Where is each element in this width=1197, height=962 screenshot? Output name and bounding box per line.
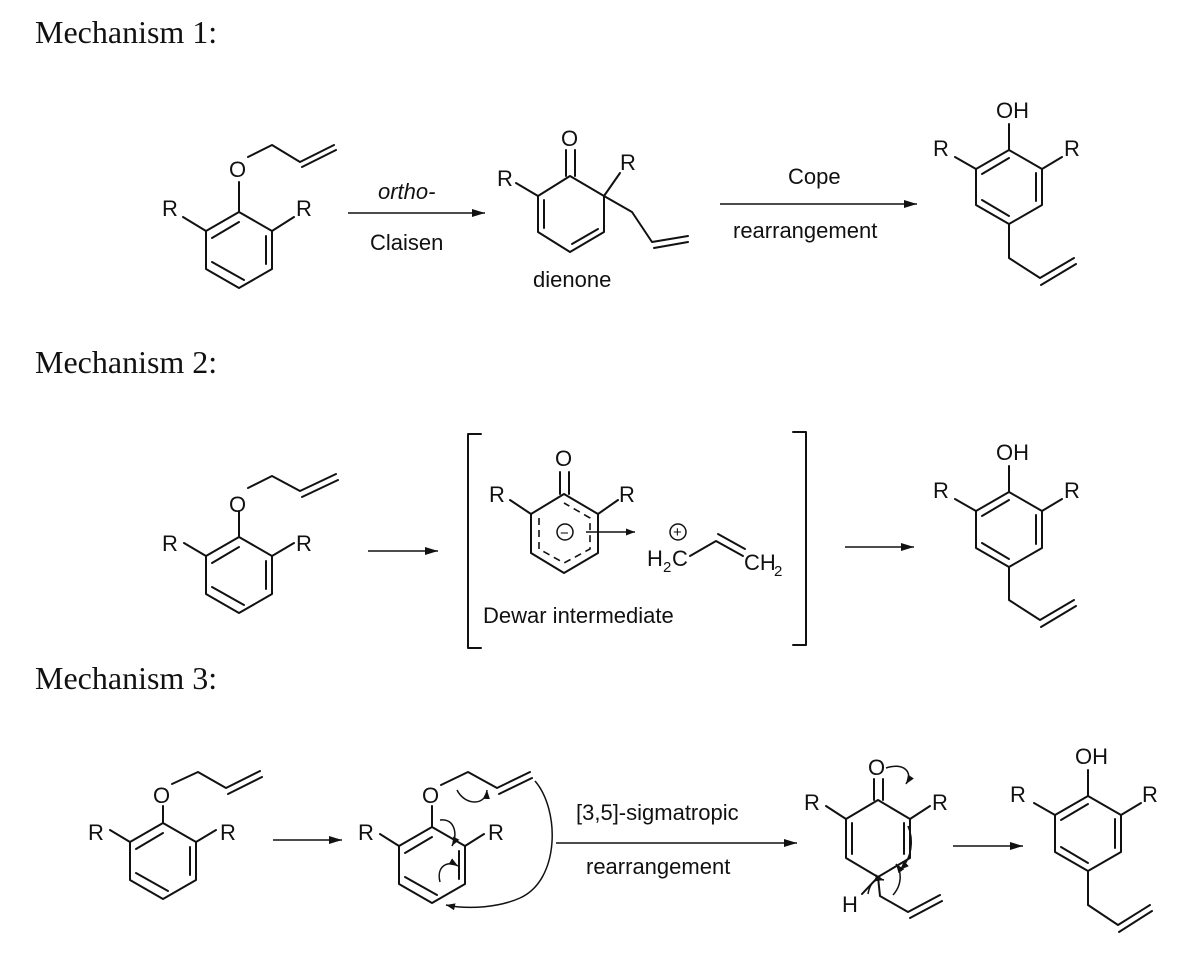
substituent-r-right: R xyxy=(296,196,312,221)
positive-charge: + xyxy=(673,524,682,541)
phenol-3-r-left: R xyxy=(1010,782,1026,807)
ether-3-r-left: R xyxy=(88,820,104,845)
h2c-c: C xyxy=(672,546,688,571)
mechanism-2-heading: Mechanism 2: xyxy=(35,344,217,380)
curly-arrow-carbonyl xyxy=(885,765,914,785)
negative-charge: − xyxy=(560,525,569,542)
h2c-subscript: 2 xyxy=(663,559,671,576)
substituent-r-left: R xyxy=(162,196,178,221)
ether-2-r-left: R xyxy=(162,531,178,556)
phenol-2-r-left: R xyxy=(933,478,949,503)
curly-arrow-oc-cleave xyxy=(456,789,490,803)
ether-2-r-right: R xyxy=(296,531,312,556)
para-dienone-structure: O R R H xyxy=(804,755,948,919)
ortho-label: ortho- xyxy=(378,179,435,204)
phenol-1-r-left: R xyxy=(933,136,949,161)
dewar-r-right: R xyxy=(619,482,635,507)
allyl-aryl-ether-1: O R R xyxy=(162,144,337,289)
sigmatropic-label: [3,5]-sigmatropic xyxy=(576,800,739,825)
phenol-2-r-right: R xyxy=(1064,478,1080,503)
dienone-r-left: R xyxy=(497,166,513,191)
hydroxyl-2: OH xyxy=(996,440,1029,465)
cope-label: Cope xyxy=(788,164,841,189)
ether-with-electron-arrows: O R R xyxy=(358,771,553,911)
ether-oxygen: O xyxy=(229,157,246,182)
dewar-phenoxide: O R R − xyxy=(489,446,635,574)
ether-2-oxygen: O xyxy=(229,492,246,517)
dewar-r-left: R xyxy=(489,482,505,507)
negative-charge-circle xyxy=(556,523,574,541)
allyl-aryl-ether-2: O R R xyxy=(162,473,339,614)
rearrangement-label-3: rearrangement xyxy=(586,854,730,879)
bracket-left xyxy=(467,433,482,649)
mechanism-1-heading: Mechanism 1: xyxy=(35,14,217,50)
positive-charge-circle xyxy=(669,523,687,541)
ch2-subscript: 2 xyxy=(774,563,782,580)
curly-arrow-h xyxy=(867,874,885,895)
ether-4-oxygen: O xyxy=(422,783,439,808)
phenol-1-r-right: R xyxy=(1064,136,1080,161)
pdienone-oxygen: O xyxy=(868,755,885,780)
pdienone-r-left: R xyxy=(804,790,820,815)
pdienone-r-right: R xyxy=(932,790,948,815)
mechanism-3-heading: Mechanism 3: xyxy=(35,660,217,696)
ether-4-r-right: R xyxy=(488,820,504,845)
claisen-label: Claisen xyxy=(370,230,443,255)
dewar-label: Dewar intermediate xyxy=(483,603,674,628)
dienone-r-right: R xyxy=(620,150,636,175)
ether-3-r-right: R xyxy=(220,820,236,845)
curly-arrow-ch xyxy=(892,863,905,896)
hydroxyl-1: OH xyxy=(996,98,1029,123)
ch2-right: CH xyxy=(744,550,776,575)
dienone-oxygen: O xyxy=(561,126,578,151)
curly-arrow-o-ring xyxy=(439,819,460,847)
rearrangement-label-1: rearrangement xyxy=(733,218,877,243)
hydroxyl-3: OH xyxy=(1075,744,1108,769)
para-allyl-phenol-3: OH R R xyxy=(1010,744,1158,933)
allyl-aryl-ether-3: O R R xyxy=(88,770,263,900)
pdienone-hydrogen: H xyxy=(842,892,858,917)
ether-4-r-left: R xyxy=(358,820,374,845)
ether-3-oxygen: O xyxy=(153,783,170,808)
bracket-right xyxy=(792,431,807,646)
h2c-h: H xyxy=(647,546,663,571)
phenol-3-r-right: R xyxy=(1142,782,1158,807)
dewar-oxygen: O xyxy=(555,446,572,471)
dienone-label: dienone xyxy=(533,267,611,292)
allyl-cation: + H 2 C CH 2 xyxy=(647,523,782,580)
dienone-structure: O R R xyxy=(497,126,689,253)
para-allyl-phenol-1: OH R R xyxy=(933,98,1080,286)
para-allyl-phenol-2: OH R R xyxy=(933,440,1080,628)
curly-arrow-ring xyxy=(438,858,459,883)
curly-arrow-terminal-alkene xyxy=(445,780,553,911)
